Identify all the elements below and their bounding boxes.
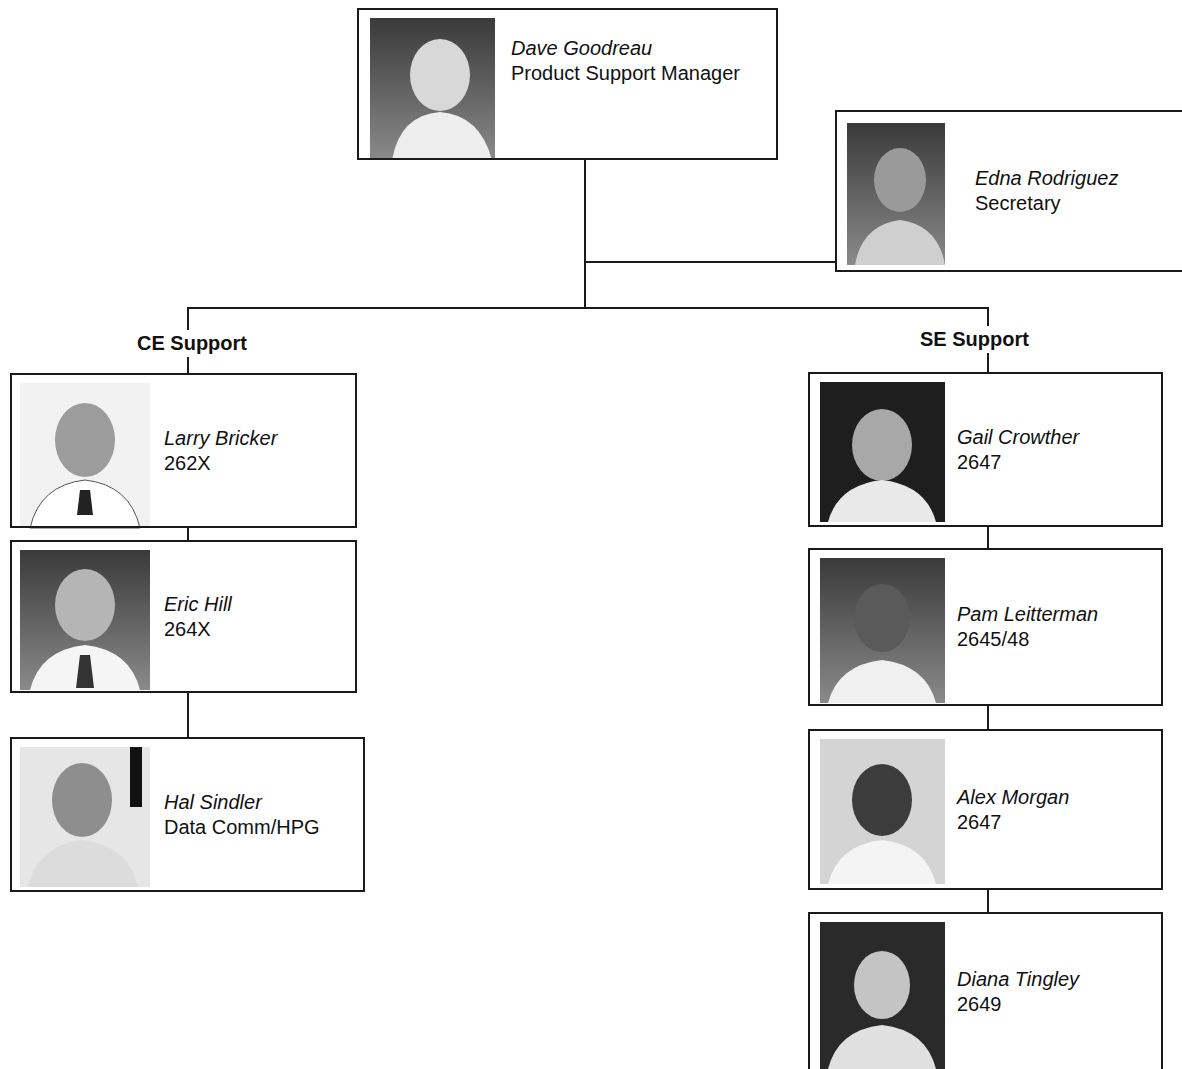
portrait [820, 739, 945, 884]
role-text: Data Comm/HPG [164, 815, 351, 840]
role-text: 262X [164, 451, 343, 476]
role-text: 264X [164, 617, 343, 642]
person-name: Pam Leitterman [957, 602, 1149, 627]
staff-box: Eric Hill264X [10, 540, 357, 693]
staff-box: Larry Bricker262X [10, 373, 357, 528]
person-name: Alex Morgan [957, 785, 1149, 810]
org-connector [187, 528, 189, 540]
person-name: Larry Bricker [164, 426, 343, 451]
manager-box: Dave GoodreauProduct Support Manager [357, 8, 778, 160]
person-name: Diana Tingley [957, 967, 1149, 992]
person-name: Dave Goodreau [511, 36, 764, 61]
group-label: SE Support [916, 326, 1033, 353]
portrait [370, 18, 495, 160]
person-name: Eric Hill [164, 592, 343, 617]
portrait [20, 747, 150, 887]
person-name: Gail Crowther [957, 425, 1149, 450]
portrait [20, 383, 150, 528]
role-text: 2647 [957, 810, 1149, 835]
portrait [820, 382, 945, 522]
org-connector [987, 527, 989, 548]
staff-box: Hal SindlerData Comm/HPG [10, 737, 365, 892]
staff-box: Pam Leitterman2645/48 [808, 548, 1163, 706]
portrait [847, 123, 945, 265]
staff-box: Diana Tingley2649 [808, 912, 1163, 1069]
role-text: 2649 [957, 992, 1149, 1017]
portrait [820, 558, 945, 703]
staff-box: Alex Morgan2647 [808, 729, 1163, 890]
org-connector [585, 160, 835, 262]
portrait [20, 550, 150, 690]
portrait [820, 922, 945, 1069]
person-name: Edna Rodriguez [975, 166, 1170, 191]
org-connector [987, 706, 989, 729]
role-text: 2645/48 [957, 627, 1149, 652]
group-label: CE Support [133, 330, 251, 357]
staff-box: Gail Crowther2647 [808, 372, 1163, 527]
secretary-box: Edna RodriguezSecretary [835, 110, 1182, 272]
role-text: Secretary [975, 191, 1170, 216]
role-text: 2647 [957, 450, 1149, 475]
person-name: Hal Sindler [164, 790, 351, 815]
org-connector [187, 693, 189, 737]
org-connector [987, 890, 989, 912]
role-text: Product Support Manager [511, 61, 764, 86]
